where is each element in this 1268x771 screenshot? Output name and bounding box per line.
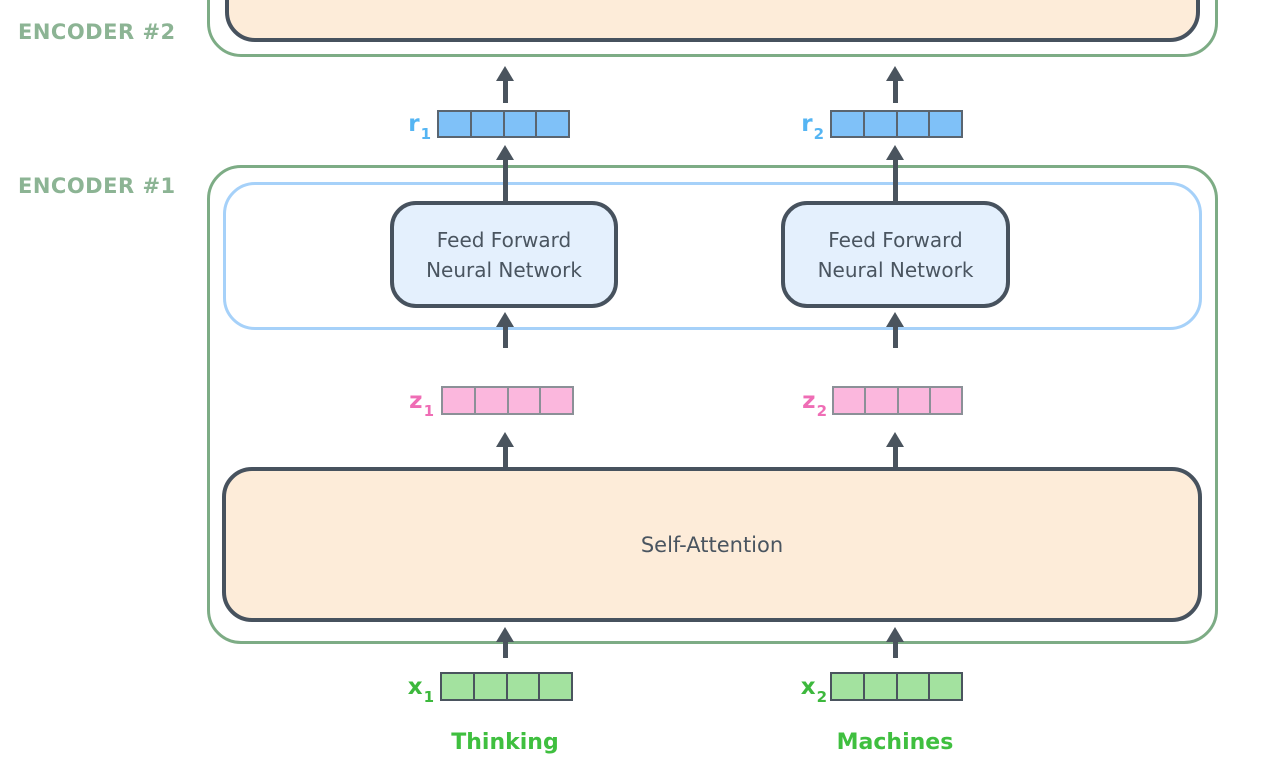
vector-cell xyxy=(865,674,898,699)
vector-x2 xyxy=(830,672,963,701)
ffnn-text-line1: Feed Forward xyxy=(828,227,963,252)
vector-label-sub: 2 xyxy=(816,687,827,706)
encoder-2-outline xyxy=(207,0,1218,57)
vector-cell xyxy=(475,674,508,699)
vector-label-x2: x2 xyxy=(776,673,827,704)
vector-r2 xyxy=(830,110,963,138)
self-attention-block: Self-Attention xyxy=(222,467,1202,622)
encoder-1-outline xyxy=(207,165,1218,644)
flow-arrow-z2-to-ffnn2 xyxy=(886,312,904,348)
ffnn-layer-outline xyxy=(223,182,1202,330)
flow-arrow-z1-to-ffnn1 xyxy=(496,312,514,348)
vector-label-base: z xyxy=(802,388,816,414)
vector-label-z1: z1 xyxy=(383,387,434,418)
vector-cell xyxy=(865,112,898,136)
vector-x1 xyxy=(440,672,573,701)
vector-cell xyxy=(930,674,961,699)
vector-label-sub: 1 xyxy=(420,124,431,143)
encoder-1-label: ENCODER #1 xyxy=(18,174,176,198)
vector-cell xyxy=(832,112,865,136)
encoder-2-attention-block xyxy=(225,0,1200,42)
vector-cell xyxy=(505,112,538,136)
vector-cell xyxy=(541,388,572,413)
vector-cell xyxy=(509,388,542,413)
vector-cell xyxy=(476,388,509,413)
vector-cell xyxy=(898,112,931,136)
vector-cell xyxy=(443,388,476,413)
feed-forward-block-1: Feed Forward Neural Network xyxy=(390,201,618,308)
flow-arrow-r1-to-encoder2 xyxy=(496,66,514,103)
flow-arrow-r2-to-encoder2 xyxy=(886,66,904,103)
flow-arrow-selfattention-to-z1 xyxy=(496,432,514,467)
vector-cell xyxy=(442,674,475,699)
vector-label-base: z xyxy=(409,388,423,414)
ffnn-text-line1: Feed Forward xyxy=(436,227,572,252)
vector-r1 xyxy=(437,110,570,138)
feed-forward-block-2: Feed Forward Neural Network xyxy=(781,201,1010,308)
vector-label-base: r xyxy=(801,111,813,137)
vector-label-base: x xyxy=(800,674,816,700)
flow-arrow-selfattention-to-z2 xyxy=(886,432,904,467)
ffnn-text-line2: Neural Network xyxy=(817,257,974,282)
vector-cell xyxy=(832,674,865,699)
vector-label-r2: r2 xyxy=(773,110,824,141)
ffnn-text-line2: Neural Network xyxy=(426,257,582,282)
flow-arrow-x1-to-selfattention xyxy=(496,627,514,658)
vector-cell xyxy=(439,112,472,136)
input-word-thinking: Thinking xyxy=(451,730,559,755)
vector-label-sub: 2 xyxy=(813,124,824,143)
flow-arrow-ffnn2-to-r2 xyxy=(886,145,904,202)
vector-label-sub: 1 xyxy=(423,687,434,706)
vector-label-r1: r1 xyxy=(380,110,431,141)
vector-cell xyxy=(866,388,899,413)
vector-z1 xyxy=(441,386,574,415)
vector-label-x1: x1 xyxy=(383,673,434,704)
vector-cell xyxy=(930,112,961,136)
encoder-2-label: ENCODER #2 xyxy=(18,20,176,44)
input-word-machines: Machines xyxy=(836,730,954,755)
vector-z2 xyxy=(832,386,963,415)
vector-label-z2: z2 xyxy=(776,387,827,418)
self-attention-text: Self-Attention xyxy=(640,532,784,557)
vector-cell xyxy=(931,388,961,413)
vector-label-sub: 1 xyxy=(423,401,434,420)
vector-cell xyxy=(898,674,931,699)
vector-cell xyxy=(537,112,568,136)
vector-label-base: x xyxy=(407,674,423,700)
vector-cell xyxy=(472,112,505,136)
flow-arrow-x2-to-selfattention xyxy=(886,627,904,658)
flow-arrow-ffnn1-to-r1 xyxy=(496,145,514,202)
vector-label-sub: 2 xyxy=(816,401,827,420)
vector-cell xyxy=(834,388,867,413)
vector-cell xyxy=(899,388,931,413)
vector-cell xyxy=(540,674,571,699)
vector-cell xyxy=(508,674,541,699)
vector-label-base: r xyxy=(408,111,420,137)
